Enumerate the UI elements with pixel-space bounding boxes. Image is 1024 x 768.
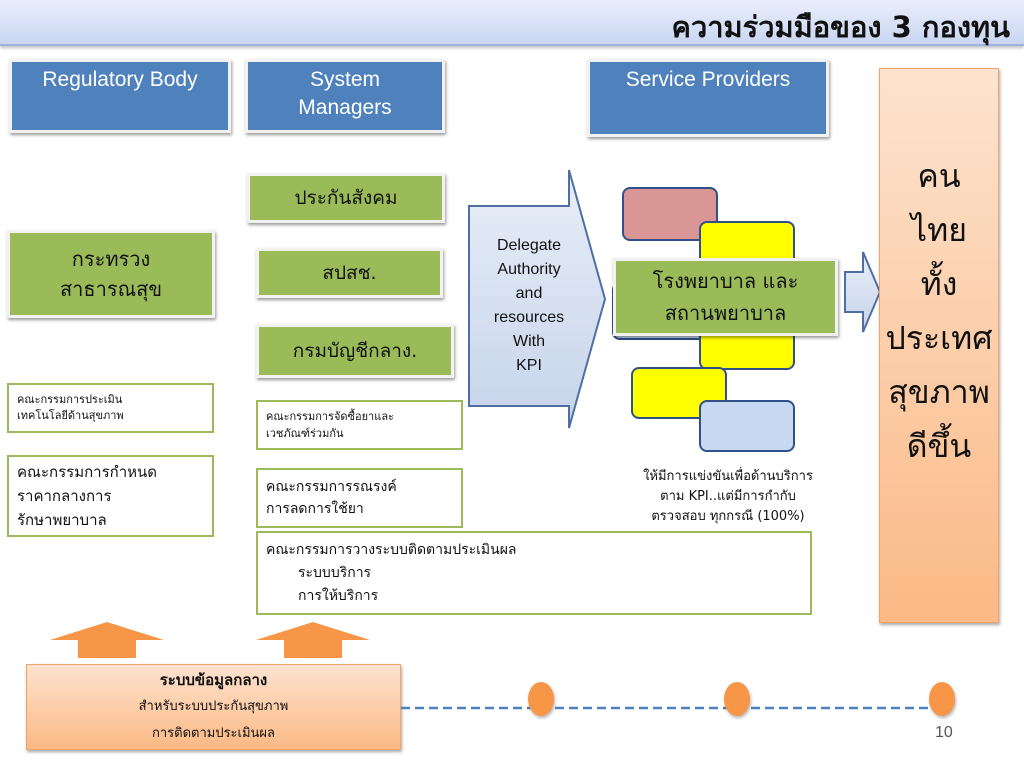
slide-title: ความร่วมมือของ 3 กองทุน [671, 10, 1010, 44]
monitoring-committee-box: คณะกรรมการวางระบบติดตามประเมินผล ระบบบริ… [256, 531, 812, 615]
people-line4: ประเทศ [885, 319, 993, 357]
delegate-line5: With [513, 333, 545, 350]
people-line6: ดีขึ้น [906, 427, 972, 465]
campaign-committee-line1: คณะกรรมการรณรงค์ [266, 479, 397, 495]
system-managers-label-line1: System [309, 68, 380, 91]
central-data-system-box: ระบบข้อมูลกลาง สำหรับระบบประกันสุขภาพ กา… [26, 664, 401, 750]
title-bar: ความร่วมมือของ 3 กองทุน [0, 0, 1024, 46]
outcome-arrow [844, 251, 882, 333]
hospital-line2: สถานพยาบาล [664, 301, 787, 325]
thai-people-health-box: คน ไทย ทั้ง ประเทศ สุขภาพ ดีขึ้น [879, 68, 999, 623]
price-committee-line3: รักษาพยาบาล [17, 511, 107, 529]
tech-committee-line1: คณะกรรมการประเมิน [17, 393, 123, 406]
comptroller-fund-box: กรมบัญชีกลาง. [256, 324, 454, 378]
price-setting-committee-box: คณะกรรมการกำหนด ราคากลางการ รักษาพยาบาล [7, 455, 214, 537]
drug-reduction-campaign-box: คณะกรรมการรณรงค์ การลดการใช้ยา [256, 468, 463, 528]
up-arrow-right [256, 622, 370, 658]
data-center-line2: สำหรับระบบประกันสุขภาพ [138, 699, 289, 714]
competition-note-line2: ตาม KPI..แต่มีการกำกับ [660, 489, 796, 504]
monitoring-line2: ระบบบริการ [298, 565, 372, 581]
nhso-fund-box: สปสช. [256, 248, 443, 298]
delegate-line3: and [515, 285, 543, 302]
timeline-dot-2 [724, 682, 750, 716]
service-providers-header: Service Providers [587, 59, 829, 137]
procure-committee-line1: คณะกรรมการจัดซื้อยาและ [266, 410, 394, 423]
page-number: 10 [935, 724, 953, 741]
procure-committee-line2: เวชภัณฑ์ร่วมกัน [266, 427, 344, 440]
regulatory-body-header: Regulatory Body [9, 59, 231, 133]
competition-note: ให้มีการแข่งขันเพื่อด้านบริการ ตาม KPI..… [613, 467, 843, 527]
system-managers-header: System Managers [245, 59, 445, 133]
tech-committee-line2: เทคโนโลยีด้านสุขภาพ [17, 409, 124, 422]
campaign-committee-line2: การลดการใช้ยา [266, 501, 364, 517]
people-line5: สุขภาพ [888, 373, 990, 411]
joint-procurement-committee-box: คณะกรรมการจัดซื้อยาและ เวชภัณฑ์ร่วมกัน [256, 400, 463, 450]
system-managers-label-line2: Managers [298, 96, 392, 119]
ministry-line1: กระทรวง [71, 247, 151, 271]
comptroller-label: กรมบัญชีกลาง. [292, 340, 418, 362]
data-center-line1: ระบบข้อมูลกลาง [159, 671, 268, 689]
competition-note-line1: ให้มีการแข่งขันเพื่อด้านบริการ [643, 469, 813, 484]
service-providers-label: Service Providers [625, 68, 791, 91]
delegate-line1: Delegate [496, 237, 562, 254]
people-line2: ไทย [911, 211, 967, 249]
competition-note-line3: ตรวจสอบ ทุกกรณี (100%) [651, 509, 805, 524]
social-security-label: ประกันสังคม [294, 187, 398, 209]
timeline-dot-3 [929, 682, 955, 716]
monitoring-line1: คณะกรรมการวางระบบติดตามประเมินผล [266, 542, 517, 558]
delegate-text: Delegate Authority and resources With KP… [476, 234, 582, 378]
ministry-line2: สาธารณสุข [59, 277, 163, 301]
up-arrow-left [50, 622, 164, 658]
monitoring-line3: การให้บริการ [298, 588, 379, 604]
timeline-connector [401, 706, 946, 710]
delegate-line4: resources [493, 309, 565, 326]
timeline-dot-1 [528, 682, 554, 716]
delegate-line6: KPI [516, 357, 542, 374]
ministry-of-public-health-box: กระทรวง สาธารณสุข [7, 230, 215, 318]
price-committee-line1: คณะกรรมการกำหนด [17, 463, 158, 481]
hospital-box: โรงพยาบาล และ สถานพยาบาล [613, 258, 838, 336]
hospital-line1: โรงพยาบาล และ [652, 269, 799, 293]
delegate-line2: Authority [497, 261, 561, 278]
delegate-arrow [468, 169, 607, 429]
nhso-label: สปสช. [322, 262, 377, 284]
price-committee-line2: ราคากลางการ [17, 487, 112, 505]
regulatory-body-label: Regulatory Body [42, 68, 198, 91]
provider-block-blue-2 [699, 400, 795, 452]
people-line3: ทั้ง [920, 265, 958, 303]
data-center-line3: การติดตามประเมินผล [151, 726, 276, 741]
people-line1: คน [917, 157, 961, 195]
social-security-fund-box: ประกันสังคม [247, 173, 445, 223]
tech-assessment-committee-box: คณะกรรมการประเมิน เทคโนโลยีด้านสุขภาพ [7, 383, 214, 433]
